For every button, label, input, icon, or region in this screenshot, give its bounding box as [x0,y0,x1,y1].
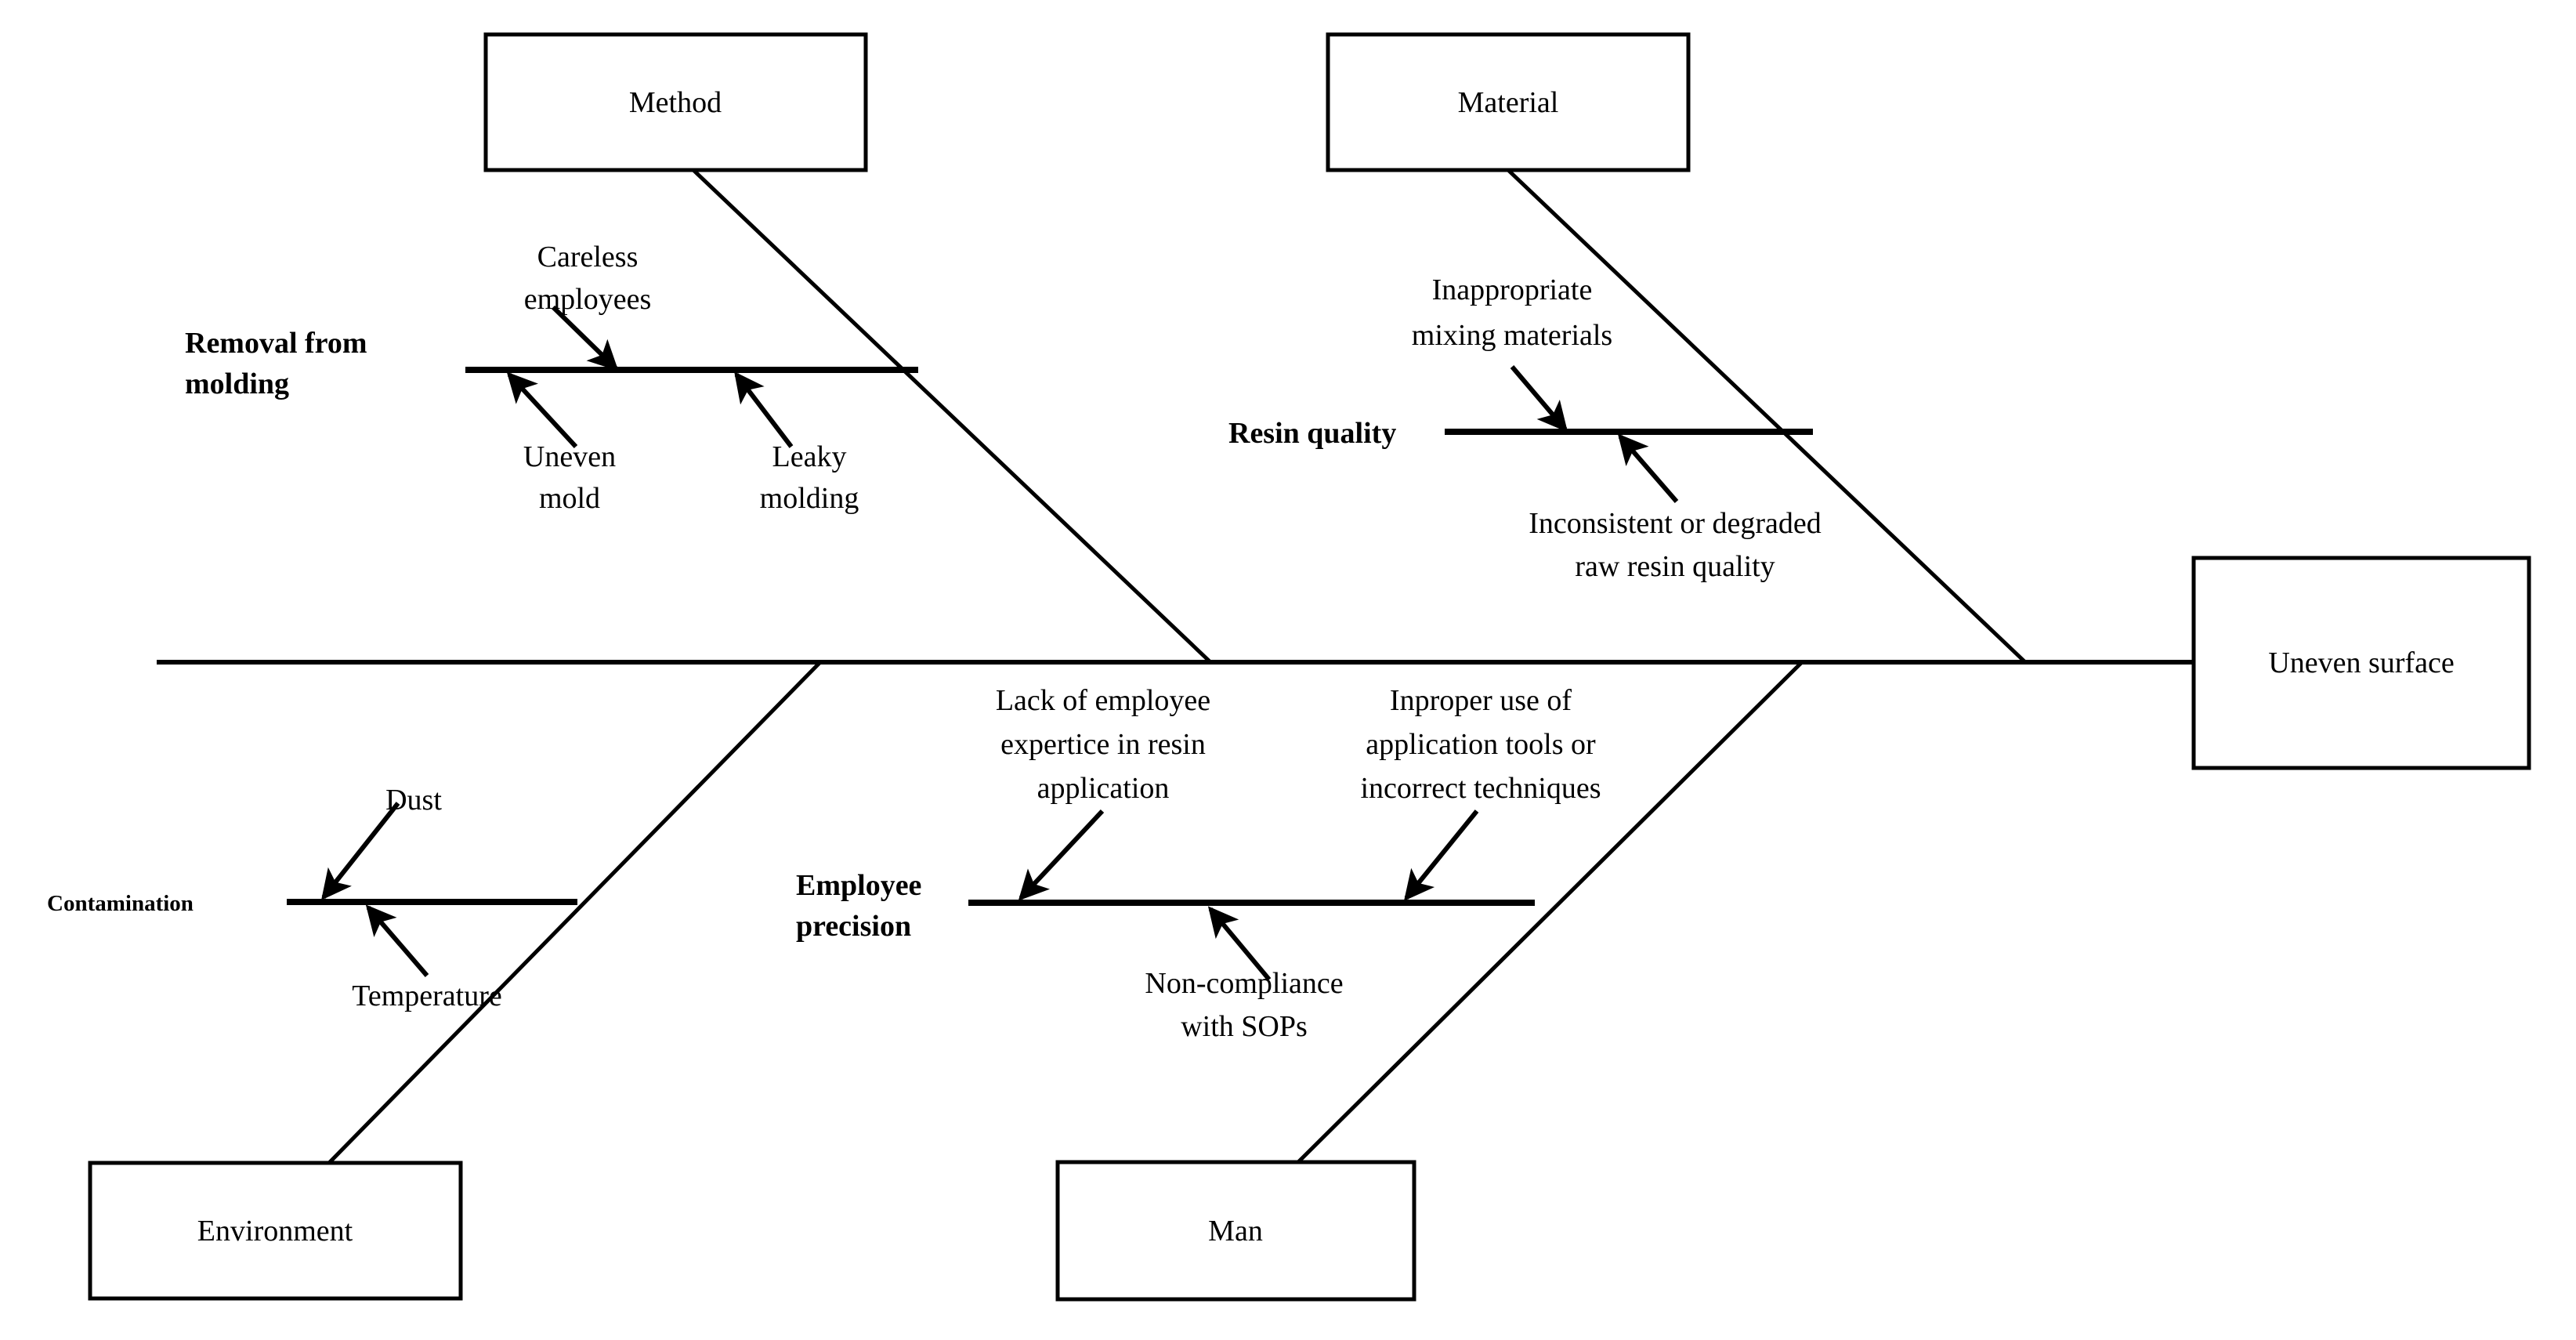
category-box-man[interactable] [1055,1160,1416,1302]
category-label-material: Material [1458,86,1559,119]
cause-arrow-temperature [365,904,429,977]
effect-box[interactable] [2191,556,2531,770]
branch-label-employee-precision-line1: Employee [796,869,921,902]
cause-label-improper-tools-line1: Inproper use of [1390,684,1572,717]
branch-label-removal-from-molding-line1: Removal from [185,327,367,360]
branch-label-contamination: Contamination [47,891,194,916]
cause-label-improper-tools-line3: incorrect techniques [1360,772,1601,805]
cause-label-lack-expertise-line1: Lack of employee [996,684,1210,717]
category-box-environment[interactable] [88,1161,463,1301]
cause-label-inappropriate-mixing-line1: Inappropriate [1432,273,1593,306]
cause-arrow-careless-employees [551,305,619,371]
cause-label-lack-expertise-line2: expertice in resin [1000,728,1206,761]
cause-arrow-inconsistent-raw-resin [1617,433,1679,503]
cause-arrow-leaky-molding [734,371,794,448]
cause-label-non-compliance-line2: with SOPs [1181,1010,1308,1043]
rib-material [1507,168,2027,664]
cause-label-uneven-mold-line2: mold [539,482,600,515]
cause-arrow-improper-use-of-tools [1403,809,1479,901]
cause-label-careless-employees-line1: Careless [537,241,639,273]
cause-label-inappropriate-mixing-line2: mixing materials [1412,319,1612,352]
cause-label-careless-employees-line2: employees [524,283,652,316]
cause-arrow-lack-of-expertise [1018,809,1105,901]
category-box-method[interactable] [483,32,868,172]
cause-arrow-uneven-mold [506,371,578,449]
category-label-environment: Environment [197,1215,353,1248]
cause-arrow-inappropriate-mixing-materials [1510,365,1568,433]
category-label-man: Man [1208,1215,1263,1248]
rib-man [1297,661,1804,1164]
cause-label-leaky-molding-line2: molding [760,482,859,515]
cause-arrow-dust [321,802,400,900]
rib-method [692,168,1212,664]
cause-label-non-compliance-line1: Non-compliance [1145,967,1343,1000]
cause-label-lack-expertise-line3: application [1037,772,1170,805]
category-label-method: Method [629,86,722,119]
branch-label-removal-from-molding-line2: molding [185,368,289,400]
cause-label-inconsistent-resin-line2: raw resin quality [1575,550,1775,583]
rib-environment [327,661,822,1164]
cause-label-leaky-molding-line1: Leaky [772,440,847,473]
cause-arrow-non-compliance [1207,906,1272,981]
branch-label-resin-quality: Resin quality [1228,417,1396,450]
cause-label-improper-tools-line2: application tools or [1366,728,1596,761]
branch-label-employee-precision-line2: precision [796,910,911,943]
effect-label: Uneven surface [2268,646,2454,679]
cause-label-temperature: Temperature [352,980,501,1012]
cause-label-dust: Dust [385,784,442,817]
cause-label-inconsistent-resin-line1: Inconsistent or degraded [1529,507,1822,540]
cause-label-uneven-mold-line1: Uneven [523,440,616,473]
